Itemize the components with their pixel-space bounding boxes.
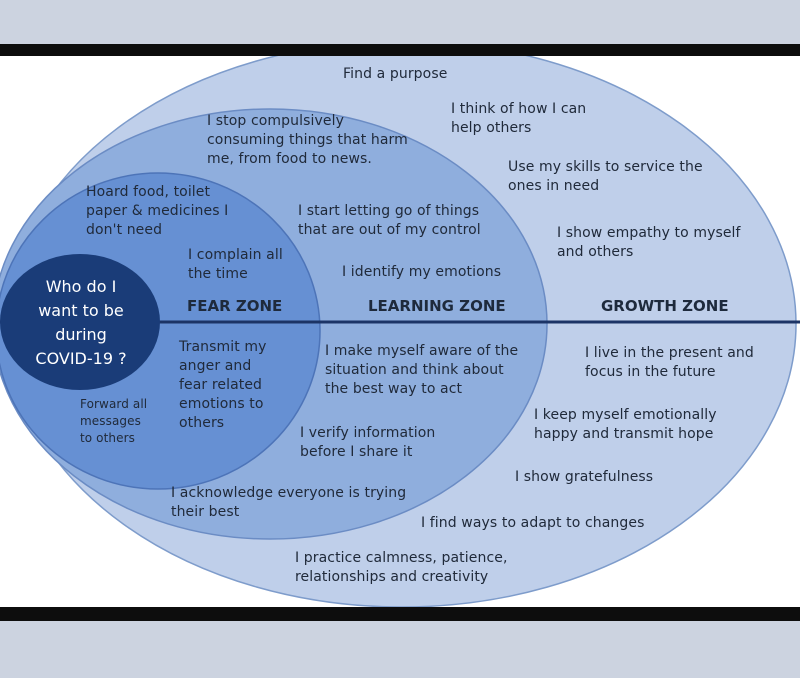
fear-zone-ellipse [0,172,321,490]
bottom-gray-band [0,621,800,678]
growth-item-present: I live in the present and focus in the f… [585,345,754,380]
learning-item-identify-emotions: I identify my emotions [342,264,502,280]
learning-zone-label: LEARNING ZONE [368,297,506,315]
growth-item-empathy: I show empathy to myself and others [557,225,741,260]
growth-item-skills: Use my skills to service the ones in nee… [508,159,703,194]
fear-zone-label: FEAR ZONE [187,297,283,315]
growth-item-happy: I keep myself emotionally happy and tran… [534,407,717,442]
center-question-ellipse [0,254,160,390]
growth-item-gratefulness: I show gratefulness [515,469,654,485]
fear-item-transmit: Transmit my anger and fear related emoti… [179,339,267,431]
learning-item-acknowledge: I acknowledge everyone is trying their b… [171,485,407,520]
growth-item-adapt: I find ways to adapt to changes [421,515,645,531]
growth-zone-label: GROWTH ZONE [601,297,729,315]
learning-item-aware: I make myself aware of the situation and… [325,343,519,397]
fear-item-forward: Forward all messages to others [80,397,148,445]
fear-item-complain: I complain all the time [188,247,283,282]
growth-item-purpose: Find a purpose [343,66,448,82]
fear-item-hoard: Hoard food, toilet paper & medicines I d… [86,184,229,238]
top-gray-band [0,0,800,44]
diagram-panel: Who do I want to be during COVID-19 ? FE… [0,56,800,607]
bottom-black-bar [0,607,800,621]
learning-item-verify: I verify information before I share it [300,425,436,460]
zones-diagram [0,56,800,607]
learning-item-stop-consuming: I stop compulsively consuming things tha… [207,113,408,167]
learning-item-letting-go: I start letting go of things that are ou… [298,203,481,238]
top-black-bar [0,44,800,56]
growth-item-calmness: I practice calmness, patience, relations… [295,550,508,585]
growth-item-help-others: I think of how I can help others [451,101,587,136]
center-question: Who do I want to be during COVID-19 ? [35,277,127,368]
